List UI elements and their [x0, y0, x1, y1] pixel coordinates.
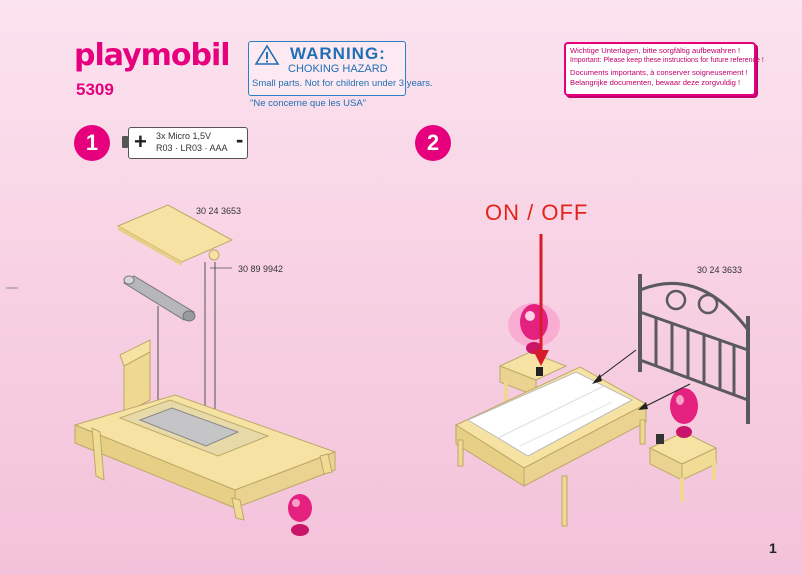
warning-detail: Small parts. Not for children under 3 ye…	[252, 78, 433, 89]
step-2-badge: 2	[415, 125, 451, 161]
keep-notice-de: Wichtige Unterlagen, bitte sorgfältig au…	[570, 46, 741, 55]
playmobil-logo: playmobil	[74, 38, 231, 73]
keep-notice-nl: Belangrijke documenten, bewaar deze zorg…	[570, 78, 741, 87]
warning-triangle-icon	[254, 44, 280, 65]
part-number-contact: 30 89 9942	[238, 264, 284, 274]
battery-minus: -	[236, 127, 244, 152]
warning-subtitle: CHOKING HAZARD	[288, 63, 388, 75]
aaa-battery	[123, 275, 196, 322]
on-off-label: ON / OFF	[485, 200, 589, 225]
lamp-right	[670, 388, 698, 438]
warning-title: WARNING:	[290, 44, 386, 63]
step-1-badge: 1	[74, 125, 110, 161]
bed	[454, 366, 648, 527]
warning-box	[248, 41, 406, 96]
page-number: 1	[769, 540, 777, 556]
battery-plus: +	[134, 129, 147, 154]
nightstand-right	[648, 431, 718, 502]
lamp-left	[508, 303, 560, 354]
lamp-base-step1	[288, 494, 312, 536]
switch-arrow	[533, 234, 549, 366]
on-off-switch	[536, 367, 543, 376]
part-number-lid: 30 24 3653	[196, 206, 242, 216]
headboard	[638, 274, 750, 424]
bed-frame-step1	[73, 339, 337, 521]
warning-usa-note: "Ne concerne que les USA"	[250, 98, 367, 109]
connection-arrows	[592, 349, 691, 410]
keep-instructions-box	[564, 42, 756, 96]
part-number-headboard: 30 24 3633	[697, 265, 743, 275]
battery-line-2: R03 · LR03 · AAA	[156, 143, 228, 153]
model-number: 5309	[76, 80, 114, 99]
battery-terminal-icon	[122, 136, 128, 148]
battery-line-1: 3x Micro 1,5V	[156, 131, 212, 141]
battery-spec	[128, 127, 248, 159]
keep-notice-fr: Documents importants, à conserver soigne…	[570, 68, 748, 77]
battery-lid	[116, 204, 234, 266]
keep-notice-en: Important: Please keep these instruction…	[570, 57, 764, 64]
nightstand-left	[498, 351, 568, 402]
